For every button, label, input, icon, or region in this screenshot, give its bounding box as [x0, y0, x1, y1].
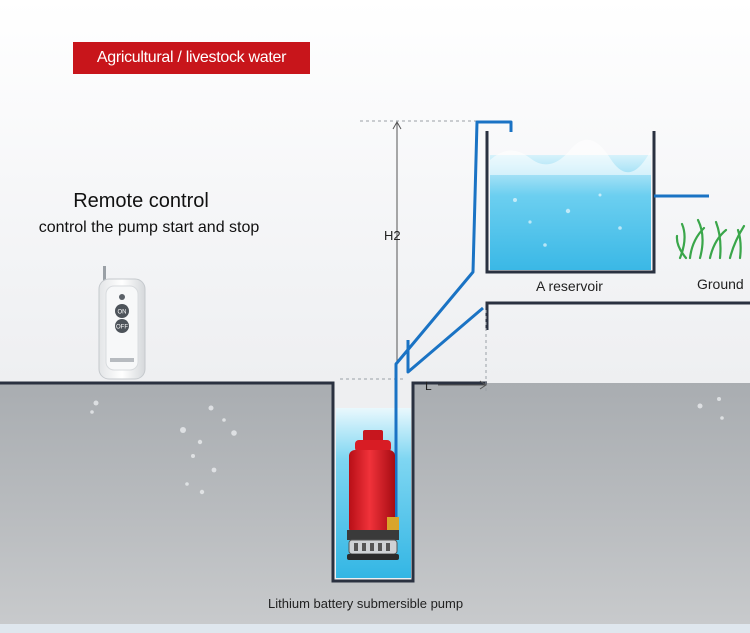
remote-title: Remote control [73, 190, 209, 212]
ground-label: Ground [697, 276, 744, 292]
height-label: H2 [384, 228, 401, 243]
dimension-l [438, 310, 487, 392]
reservoir [485, 131, 656, 274]
upper-ground-line [485, 301, 750, 330]
remote-control-icon: ON OFF [98, 266, 146, 380]
length-label: L [425, 379, 432, 393]
remote-on-button [115, 304, 129, 318]
remote-subtitle: control the pump start and stop [38, 219, 260, 236]
category-tag: Agricultural / livestock water [73, 42, 310, 74]
dimension-h2 [360, 120, 480, 380]
reservoir-label: A reservoir [536, 278, 603, 294]
remote-off-label: OFF [116, 325, 128, 331]
water-pipe [394, 120, 709, 520]
ground-soil [0, 383, 750, 633]
pump-label: Lithium battery submersible pump [268, 596, 464, 611]
grass-icon [675, 218, 746, 260]
remote-off-button [115, 319, 129, 333]
remote-on-label: ON [118, 310, 127, 316]
submersible-pump-icon [347, 430, 399, 560]
